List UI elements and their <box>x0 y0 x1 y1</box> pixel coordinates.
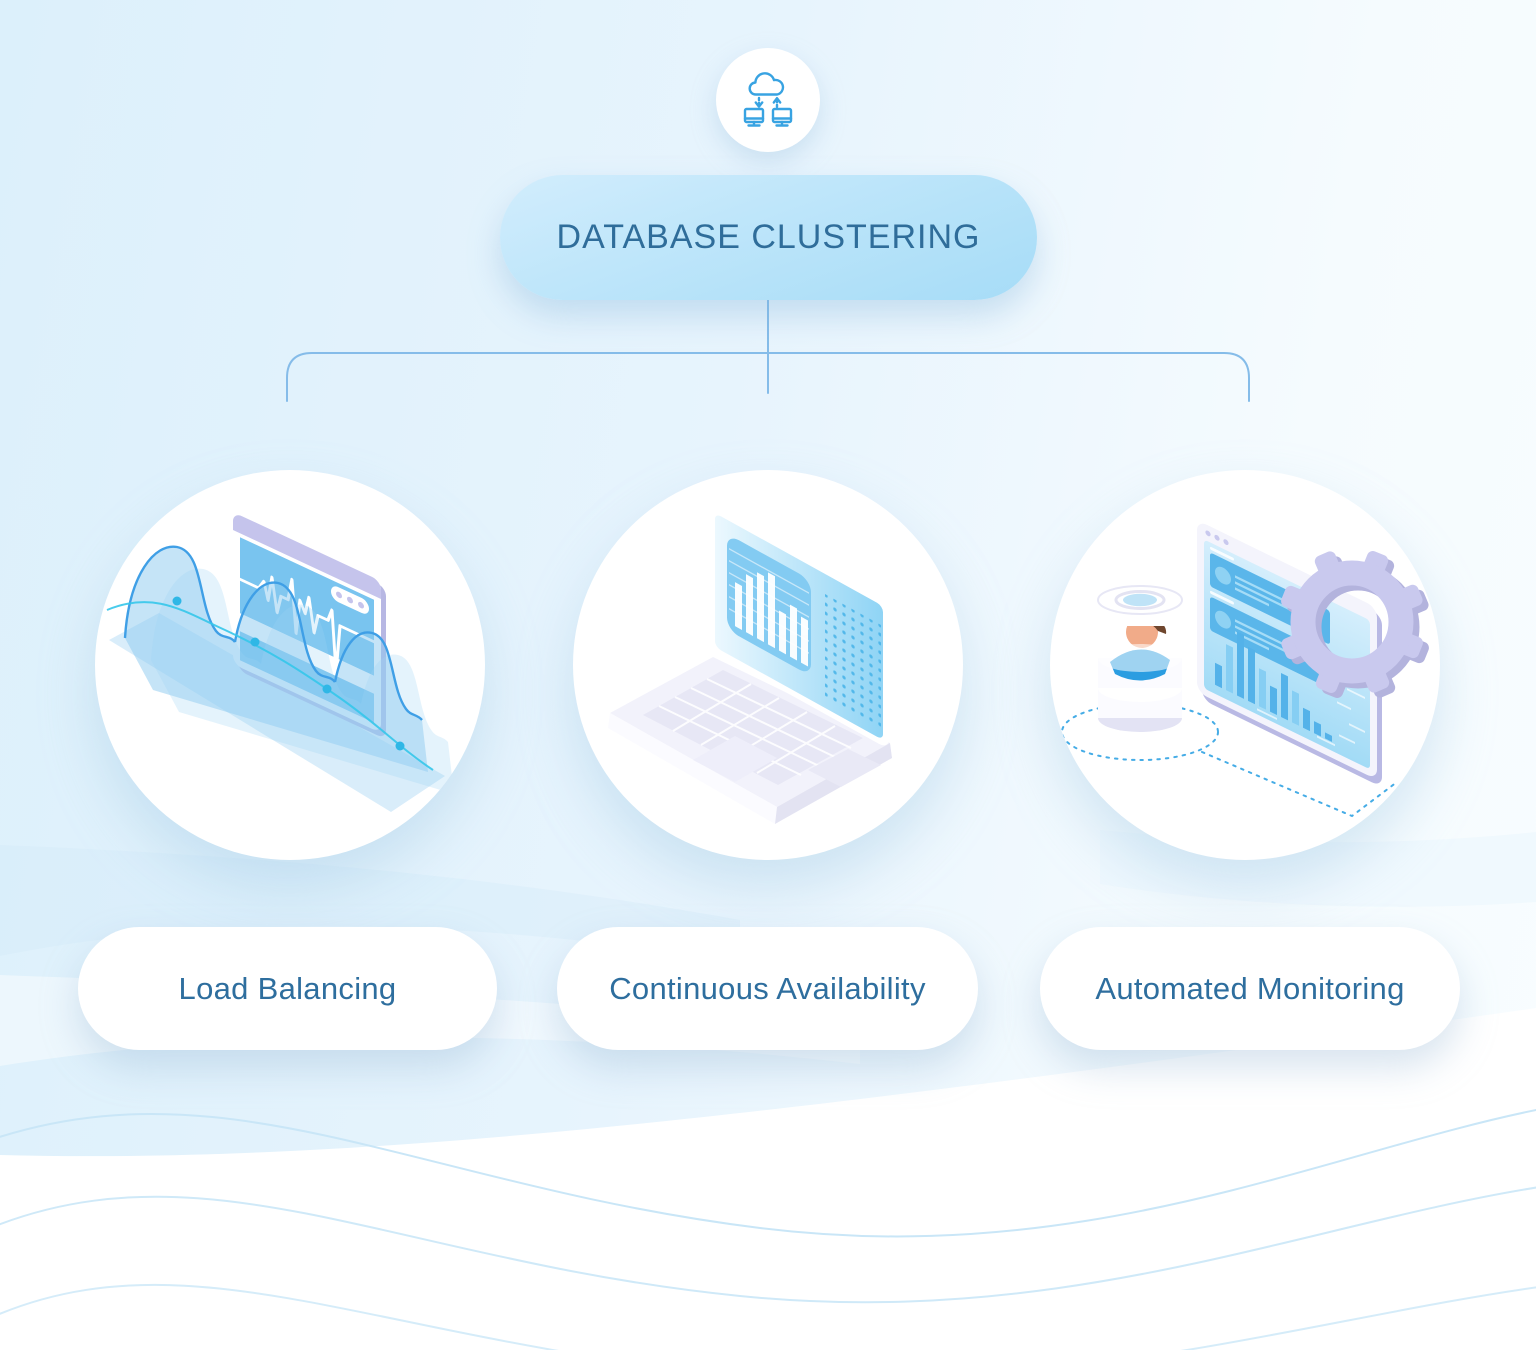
branch-circle-continuous-availability <box>573 470 963 860</box>
branch-circle-automated-monitoring <box>1050 470 1440 860</box>
label-pill-automated-monitoring: Automated Monitoring <box>1040 927 1460 1050</box>
cloud-badge <box>716 48 820 152</box>
bottom-waves <box>0 1008 1536 1350</box>
branch-circle-load-balancing <box>95 470 485 860</box>
label-pill-continuous-availability: Continuous Availability <box>557 927 978 1050</box>
laptop-analytics-illustration <box>600 507 903 824</box>
waveform-monitor-illustration <box>106 515 454 812</box>
label-pill-load-balancing: Load Balancing <box>78 927 497 1050</box>
label-continuous-availability: Continuous Availability <box>609 970 926 1006</box>
label-automated-monitoring: Automated Monitoring <box>1095 970 1405 1006</box>
cloud-sync-network-icon <box>743 72 793 127</box>
title-pill: DATABASE CLUSTERING <box>500 175 1037 300</box>
dashboard-gear-database-illustration <box>1061 523 1429 818</box>
page-title: DATABASE CLUSTERING <box>556 218 981 256</box>
label-load-balancing: Load Balancing <box>178 970 397 1006</box>
